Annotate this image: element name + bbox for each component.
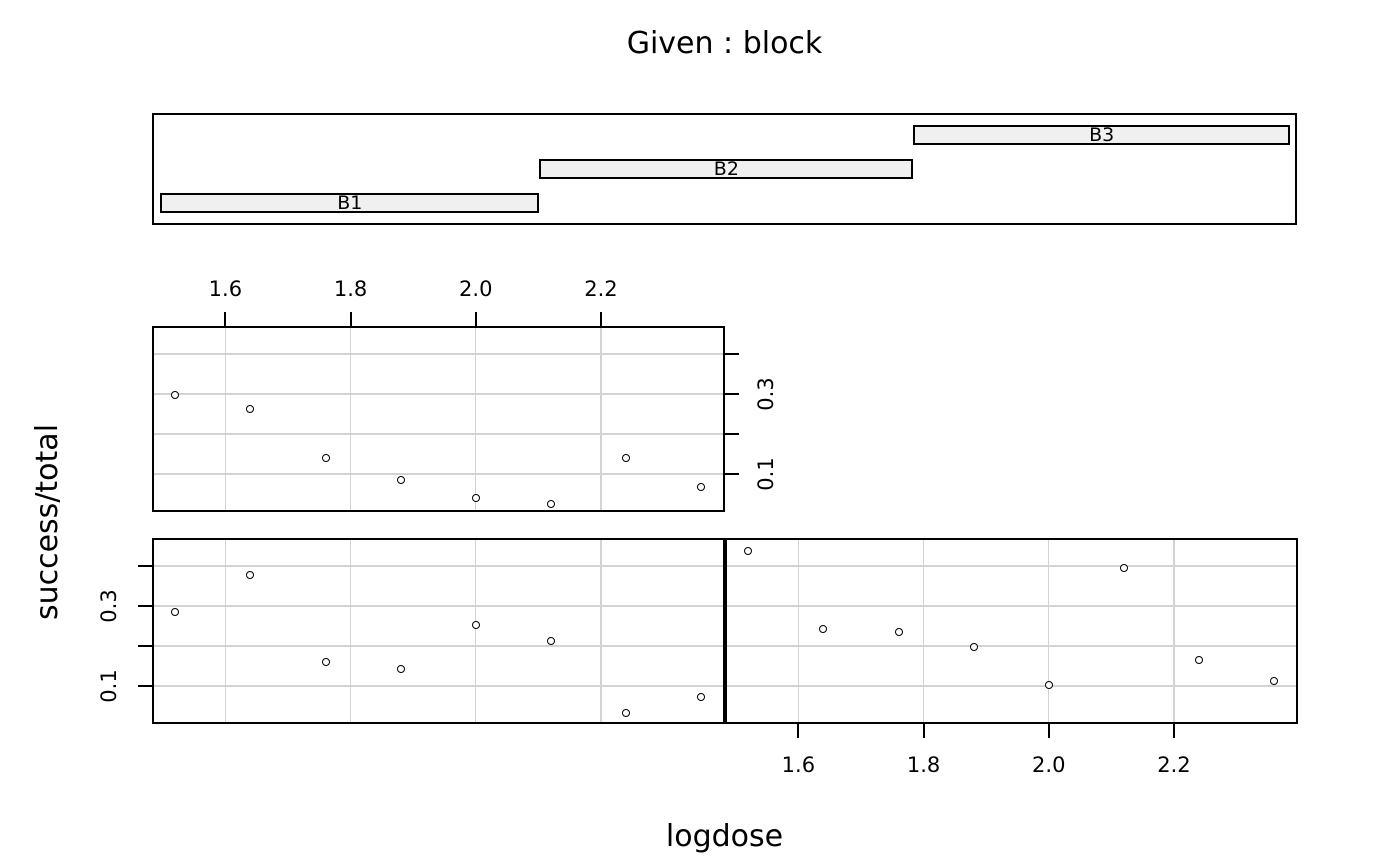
gridline (474, 540, 477, 722)
scatter-panel-bottom-left: 0.1 0.3 (97, 538, 725, 724)
gridline (600, 328, 602, 510)
axis-tick (474, 312, 477, 326)
data-point (894, 628, 903, 637)
gridline (154, 605, 723, 607)
gridline (224, 328, 227, 510)
data-point (321, 658, 330, 666)
data-point (546, 636, 555, 645)
data-point (1119, 563, 1128, 572)
axis-tick-label: 2.0 (459, 277, 493, 301)
axis-tick-label: 1.6 (208, 277, 243, 301)
gridline (349, 328, 352, 510)
data-point (697, 483, 706, 492)
axis-tick (138, 645, 152, 647)
gridline (154, 645, 723, 647)
data-point (246, 404, 255, 413)
shingle-bar-label: B3 (1089, 123, 1115, 146)
data-point (471, 493, 480, 502)
scatter-panel-top-left: 1.6 1.8 2.0 2.2 0.1 0.3 (152, 277, 778, 512)
data-point (744, 546, 753, 555)
axis-tick-label: 0.1 (97, 669, 121, 703)
axis-tick (224, 312, 227, 326)
shingle-bar-b2: B2 (539, 157, 914, 180)
data-point (171, 608, 180, 616)
gridline (1173, 540, 1175, 722)
data-point (1044, 681, 1053, 690)
gridline (727, 565, 1296, 567)
axis-tick (138, 685, 152, 687)
gridline (154, 433, 723, 435)
gridline (154, 685, 723, 687)
data-point (471, 620, 480, 629)
axis-tick-label: 1.8 (333, 277, 368, 301)
gridline (727, 685, 1296, 687)
data-point (621, 708, 630, 717)
axis-tick (725, 433, 739, 435)
data-point (321, 453, 330, 462)
axis-tick-label: 1.6 (781, 753, 816, 777)
scatter-panel-bottom-right: 1.6 1.8 2.0 2.2 (725, 538, 1298, 777)
gridline (727, 645, 1296, 647)
gridline (600, 540, 602, 722)
gridline (474, 328, 477, 510)
gridline (727, 605, 1296, 607)
gridline (154, 565, 723, 567)
data-point (546, 500, 555, 508)
axis-tick (138, 565, 152, 567)
gridline (797, 540, 800, 722)
shingle-bar-b3: B3 (913, 125, 1290, 145)
data-point (621, 454, 630, 463)
axis-tick (138, 605, 152, 607)
axis-tick (1047, 724, 1050, 738)
axis-tick (1172, 724, 1175, 738)
data-point (396, 476, 405, 484)
data-point (819, 625, 828, 634)
gridline (154, 473, 723, 475)
axis-tick (797, 724, 800, 738)
gridline (349, 540, 352, 722)
axis-tick (725, 473, 739, 475)
axis-tick (599, 312, 602, 326)
shingle-bar-label: B1 (337, 191, 363, 214)
data-point (171, 390, 180, 399)
axis-tick-label: 2.2 (584, 277, 618, 301)
data-point (246, 570, 255, 579)
axis-tick (349, 312, 352, 326)
data-point (697, 692, 706, 701)
axis-tick-label: 0.1 (754, 457, 778, 491)
gridline (922, 540, 925, 722)
data-point (1194, 655, 1203, 664)
x-axis-title: logdose (665, 819, 784, 854)
shingle-bar-label: B2 (713, 157, 739, 180)
given-panel-box: B1 B2 B3 (152, 113, 1297, 225)
data-point (1270, 677, 1279, 686)
plot-title: Given : block (626, 26, 823, 61)
shingle-bar-b1: B1 (160, 191, 540, 214)
gridline (154, 353, 723, 355)
data-point (969, 642, 978, 651)
axis-tick-label: 1.8 (906, 753, 941, 777)
gridline (1047, 540, 1050, 722)
axis-tick-label: 2.0 (1032, 753, 1066, 777)
axis-tick (922, 724, 925, 738)
axis-tick-label: 0.3 (754, 377, 778, 411)
axis-tick (725, 353, 739, 355)
data-point (396, 665, 405, 674)
gridline (224, 540, 227, 722)
y-axis-title: success/total (30, 423, 65, 621)
axis-tick (725, 393, 739, 395)
axis-tick-label: 0.3 (97, 589, 121, 623)
axis-tick-label: 2.2 (1157, 753, 1191, 777)
gridline (154, 393, 723, 395)
